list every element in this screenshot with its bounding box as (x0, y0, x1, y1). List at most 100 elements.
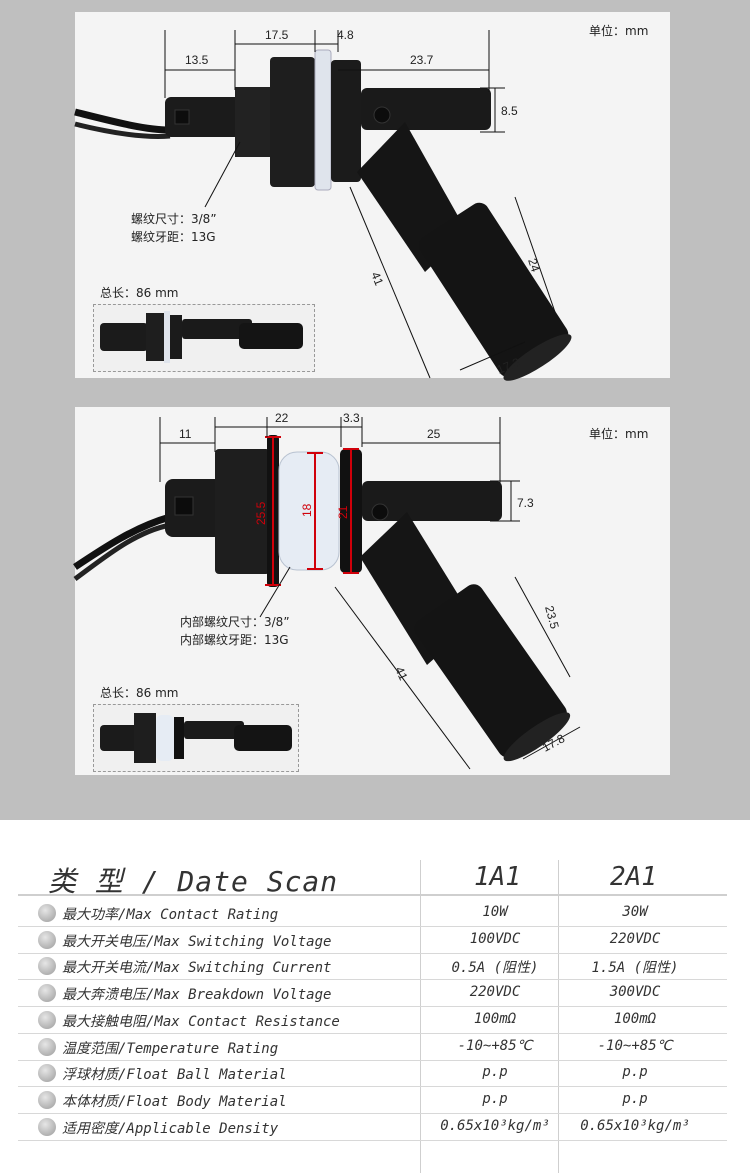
table-row: 浮球材质/Float Ball Material p.p p.p (18, 1060, 727, 1086)
row-value-2a1: p.p (622, 1090, 648, 1107)
row-value-1a1: 0.5A (阻性) (451, 960, 539, 977)
total-length: 总长：86 mm (100, 286, 179, 300)
dim-7-3: 7.3 (517, 496, 534, 510)
table-row: 温度范围/Temperature Rating -10~+85℃ -10~+85℃ (18, 1034, 727, 1060)
row-value-2a1: 1.5A (阻性) (591, 960, 679, 977)
row-value-1a1: 0.65x10³kg/m³ (440, 1117, 550, 1134)
row-value-1a1: p.p (482, 1064, 508, 1081)
dim-25: 25 (427, 427, 441, 441)
row-value-2a1: 220VDC (609, 930, 661, 947)
bullet-icon (38, 1117, 56, 1136)
row-value-2a1: 30W (622, 904, 648, 920)
dim-24: 24 (525, 257, 543, 274)
row-value-1a1: 10W (482, 904, 508, 920)
row-label: 最大开关电流/Max Switching Current (62, 960, 332, 977)
flange (331, 60, 361, 182)
dim-13-5: 13.5 (185, 53, 209, 67)
row-value-2a1: p.p (622, 1064, 648, 1081)
header-divider (18, 894, 727, 896)
table-header-2a1: 2A1 (610, 862, 657, 892)
total-length: 总长：86 mm (100, 686, 179, 700)
bullet-icon (38, 1037, 56, 1056)
diagram-panel-1: 单位：mm (74, 12, 670, 381)
bullet-icon (38, 1090, 56, 1109)
row-divider (18, 1006, 727, 1008)
row-divider (18, 1032, 727, 1034)
table-row: 最大功率/Max Contact Rating 10W 30W (18, 900, 727, 926)
row-divider (18, 1059, 727, 1061)
row-label: 最大功率/Max Contact Rating (62, 907, 279, 923)
bullet-icon (38, 930, 56, 949)
float-cylinder (418, 202, 572, 381)
thread-note: 内部螺纹尺寸：3/8” 内部螺纹牙距：13G (180, 615, 290, 647)
inset-photo (93, 704, 299, 772)
dim-23-7: 23.7 (410, 53, 434, 67)
dim-41: 41 (368, 270, 386, 288)
bullet-icon (38, 1010, 56, 1029)
row-label: 最大开关电压/Max Switching Voltage (62, 933, 332, 950)
thread-section (235, 87, 270, 157)
row-label: 温度范围/Temperature Rating (62, 1040, 279, 1057)
dim-17-5: 17.5 (265, 28, 289, 42)
hex-nut (215, 449, 270, 574)
float-switch-1-drawing: 13.5 17.5 4.8 23.7 8.5 24 41 17.3 (74, 28, 572, 381)
row-value-1a1: 100mΩ (473, 1010, 517, 1027)
dim-41: 41 (392, 665, 410, 683)
row-value-1a1: 100VDC (469, 930, 521, 947)
dim-3-3: 3.3 (343, 411, 360, 425)
table-header-name: 类 型 / Date Scan (48, 865, 339, 898)
row-value-2a1: 100mΩ (613, 1010, 657, 1027)
table-row: 适用密度/Applicable Density 0.65x10³kg/m³ 0.65… (18, 1114, 727, 1140)
dim-22: 22 (275, 411, 289, 425)
pivot-arm (361, 88, 491, 130)
dim-21: 21 (336, 505, 350, 519)
row-label: 浮球材质/Float Ball Material (62, 1067, 287, 1084)
row-value-2a1: 300VDC (609, 984, 661, 1001)
row-value-1a1: -10~+85℃ (457, 1037, 533, 1054)
dim-18: 18 (300, 503, 314, 517)
dim-4-8: 4.8 (337, 28, 354, 42)
row-divider (18, 1086, 727, 1088)
row-divider (18, 926, 727, 927)
row-divider (18, 1112, 727, 1114)
table-row: 最大奔溃电压/Max Breakdown Voltage 220VDC 300VDC (18, 980, 727, 1006)
table-row: 最大接触电阻/Max Contact Resistance 100mΩ 100mΩ (18, 1007, 727, 1033)
dim-11: 11 (179, 427, 192, 441)
stem-body (165, 97, 245, 137)
diagram-panel-2: 单位：mm (73, 407, 670, 775)
unit-label: 单位：mm (589, 427, 649, 441)
hex-nut (270, 57, 315, 187)
row-value-2a1: -10~+85℃ (597, 1037, 673, 1054)
bullet-icon (38, 984, 56, 1003)
row-label: 适用密度/Applicable Density (62, 1120, 279, 1137)
table-row: 最大开关电压/Max Switching Voltage 100VDC 220VDC (18, 927, 727, 953)
table-row: 最大开关电流/Max Switching Current 0.5A (阻性) 1.5… (18, 953, 727, 979)
dim-23-5: 23.5 (542, 604, 562, 630)
cable (73, 513, 171, 570)
pivot-arm (362, 481, 502, 521)
row-label: 最大接触电阻/Max Contact Resistance (62, 1013, 340, 1030)
stem-body (165, 479, 225, 537)
dim-25-5: 25.5 (254, 501, 268, 525)
row-divider (18, 979, 727, 981)
washer (314, 49, 332, 191)
column-divider (420, 860, 421, 1173)
row-label: 最大奔溃电压/Max Breakdown Voltage (62, 987, 332, 1004)
cable (74, 108, 171, 134)
row-value-2a1: 0.65x10³kg/m³ (580, 1117, 690, 1134)
float-switch-2-drawing: 25.5 18 21 11 22 3.3 25 7.3 23.5 41 (73, 411, 581, 770)
bullet-icon (38, 1064, 56, 1083)
bullet-icon (38, 957, 56, 976)
inset-photo (93, 304, 315, 372)
row-label: 本体材质/Float Body Material (62, 1093, 287, 1110)
row-value-1a1: 220VDC (469, 984, 521, 1001)
float-cylinder (414, 584, 571, 762)
thread-note: 螺纹尺寸：3/8” 螺纹牙距：13G (131, 212, 217, 244)
table-header-1a1: 1A1 (474, 862, 521, 892)
unit-label: 单位：mm (589, 24, 649, 38)
row-divider (18, 952, 727, 954)
row-divider (18, 1139, 727, 1141)
spec-table: 类 型 / Date Scan 1A1 2A1 最大功率/Max Contact… (0, 820, 750, 1173)
bullet-icon (38, 904, 56, 922)
